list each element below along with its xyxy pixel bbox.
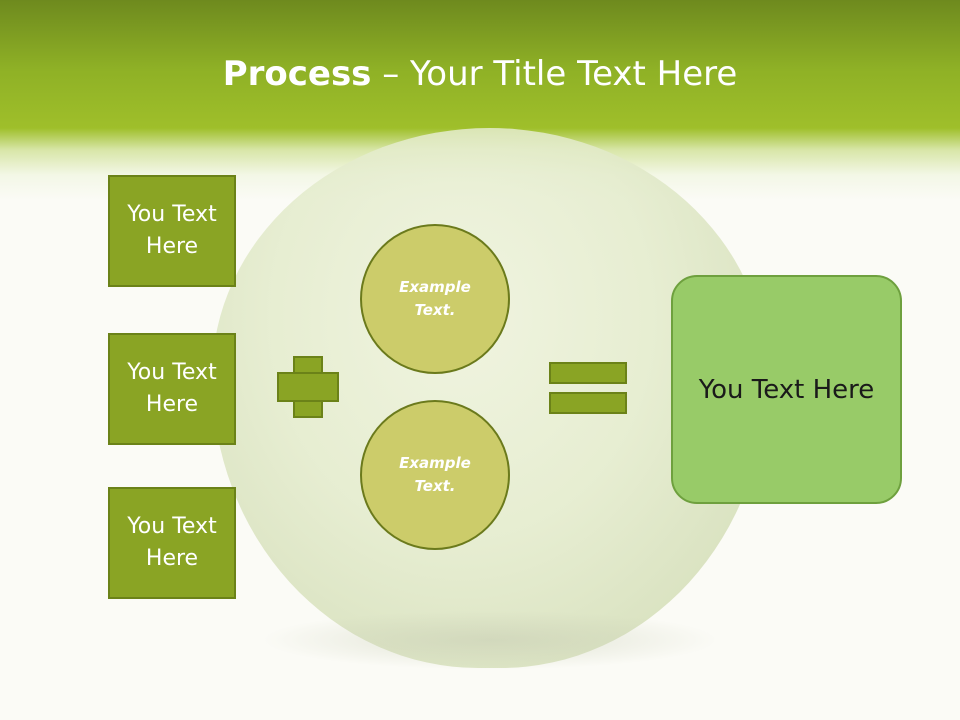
result-box[interactable]: You Text Here xyxy=(671,275,902,504)
input-box-3[interactable]: You Text Here xyxy=(108,487,236,599)
apple-shadow xyxy=(260,610,720,670)
input-box-1[interactable]: You Text Here xyxy=(108,175,236,287)
slide-title-rest: – Your Title Text Here xyxy=(371,54,738,94)
slide-title: Process – Your Title Text Here xyxy=(0,52,960,96)
example-circle-bottom[interactable]: Example Text. xyxy=(360,400,510,550)
input-box-2[interactable]: You Text Here xyxy=(108,333,236,445)
example-circle-top[interactable]: Example Text. xyxy=(360,224,510,374)
slide-title-bold: Process xyxy=(222,54,372,94)
